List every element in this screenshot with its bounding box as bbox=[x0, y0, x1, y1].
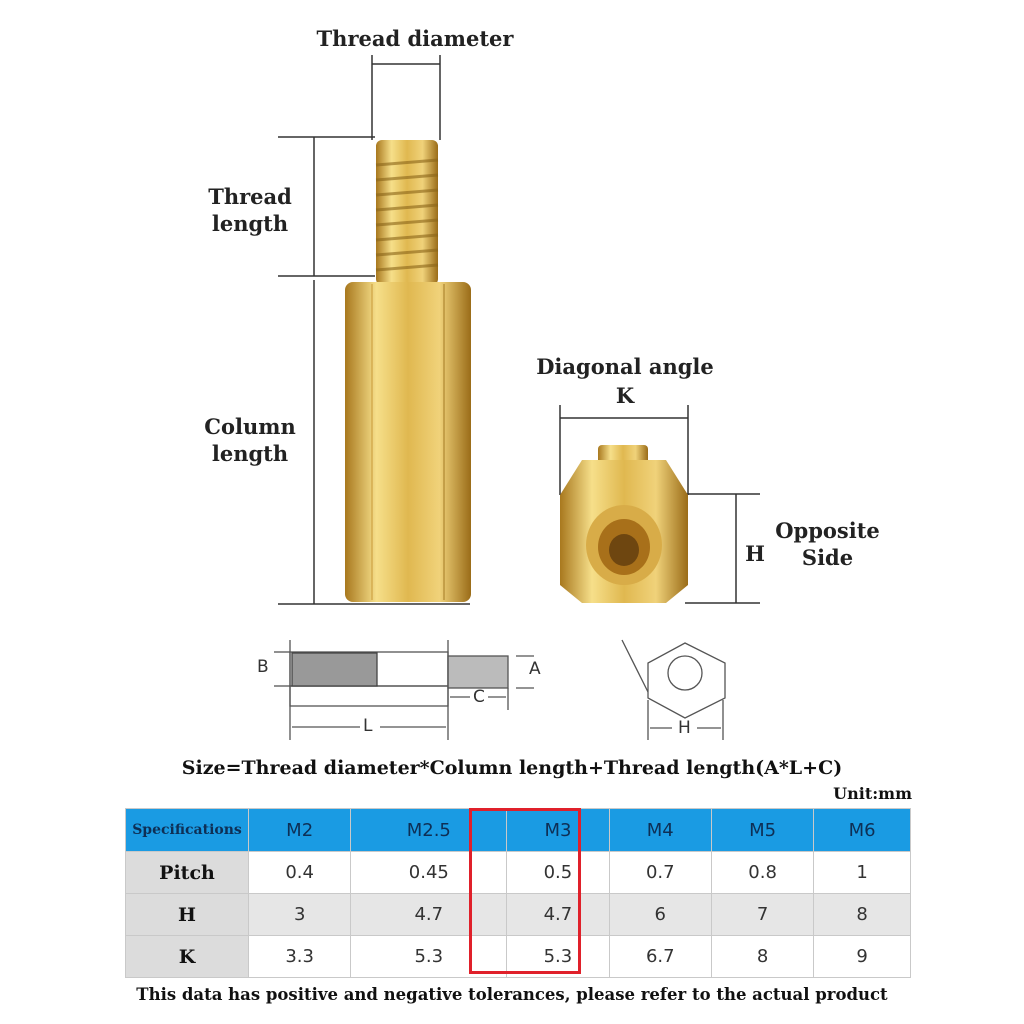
table-row: K 3.3 5.3 5.3 6.7 8 9 bbox=[125, 935, 911, 978]
table-cell: 5.3 bbox=[350, 935, 508, 978]
spec-table: Specifications M2 M2.5 M3 M4 M5 M6 Pitch… bbox=[125, 808, 911, 978]
schematic-a: A bbox=[529, 659, 541, 679]
table-cell: 0.5 bbox=[506, 851, 610, 894]
table-cell: 3.3 bbox=[247, 935, 352, 978]
header-cell: M2.5 bbox=[350, 808, 508, 852]
table-cell: 9 bbox=[813, 935, 911, 978]
table-cell: 4.7 bbox=[506, 893, 610, 936]
h-label: H bbox=[745, 541, 765, 566]
table-cell: 4.7 bbox=[350, 893, 508, 936]
m3-highlight-box bbox=[469, 808, 581, 974]
unit-label: Unit:mm bbox=[833, 784, 912, 803]
table-row: Pitch 0.4 0.45 0.5 0.7 0.8 1 bbox=[125, 851, 911, 894]
schematic-l: L bbox=[363, 716, 373, 736]
table-cell: 1 bbox=[813, 851, 911, 894]
header-cell: M6 bbox=[813, 808, 911, 852]
schematic-hex-view bbox=[621, 639, 726, 740]
opposite-side-label: Opposite Side bbox=[775, 518, 880, 570]
table-cell: 0.7 bbox=[608, 851, 712, 894]
header-cell: M4 bbox=[608, 808, 712, 852]
table-cell: 3 bbox=[247, 893, 352, 936]
table-cell: 8 bbox=[813, 893, 911, 936]
header-cell: M2 bbox=[247, 808, 352, 852]
female-standoff bbox=[560, 445, 688, 603]
dimension-lines bbox=[278, 55, 760, 605]
schematic-h: H bbox=[678, 718, 691, 738]
schematic-c: C bbox=[473, 687, 485, 707]
size-formula: Size=Thread diameter*Column length+Threa… bbox=[181, 757, 843, 779]
standoff-illustration bbox=[274, 55, 760, 740]
diagonal-angle-label: Diagonal angle bbox=[536, 354, 714, 379]
male-female-standoff bbox=[345, 140, 471, 602]
header-cell: M3 bbox=[506, 808, 610, 852]
table-cell: 0.8 bbox=[710, 851, 815, 894]
row-label: Pitch bbox=[125, 851, 249, 894]
table-cell: 6 bbox=[608, 893, 712, 936]
thread-diameter-label: Thread diameter bbox=[316, 26, 514, 51]
row-label: K bbox=[125, 935, 249, 978]
column-length-label: Column length bbox=[204, 414, 296, 466]
header-cell: M5 bbox=[710, 808, 815, 852]
table-row: H 3 4.7 4.7 6 7 8 bbox=[125, 893, 911, 936]
schematic-b: B bbox=[257, 657, 269, 677]
k-label: K bbox=[615, 383, 635, 408]
tolerance-note: This data has positive and negative tole… bbox=[136, 985, 888, 1004]
header-cell: Specifications bbox=[125, 808, 249, 852]
row-label: H bbox=[125, 893, 249, 936]
table-cell: 0.4 bbox=[247, 851, 352, 894]
thread-length-label: Thread length bbox=[208, 184, 292, 236]
table-header-row: Specifications M2 M2.5 M3 M4 M5 M6 bbox=[125, 808, 911, 852]
table-cell: 7 bbox=[710, 893, 815, 936]
table-cell: 8 bbox=[710, 935, 815, 978]
table-cell: 0.45 bbox=[350, 851, 508, 894]
schematic-side-view bbox=[274, 640, 534, 740]
table-cell: 5.3 bbox=[506, 935, 610, 978]
table-cell: 6.7 bbox=[608, 935, 712, 978]
